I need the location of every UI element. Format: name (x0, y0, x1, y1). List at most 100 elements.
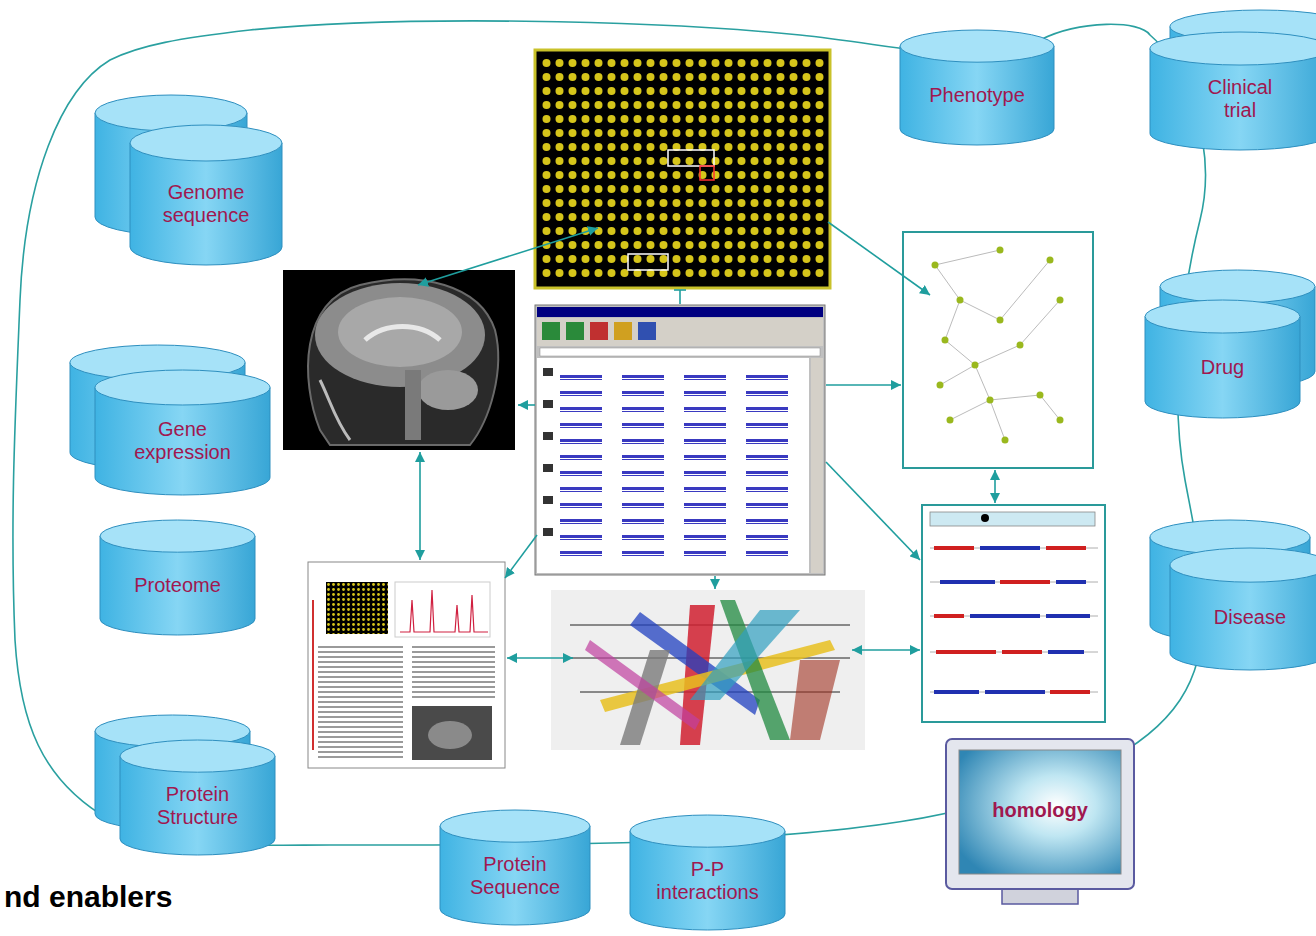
mri-image (308, 279, 498, 445)
network-graph (932, 247, 1064, 444)
gene-map (940, 580, 995, 584)
database-cylinder: Phenotype (900, 30, 1054, 145)
network-graph (975, 365, 990, 400)
web-page-screenshot (542, 322, 560, 340)
front-cylinder-top (1170, 548, 1316, 582)
front-cylinder-top (100, 520, 255, 552)
database-cylinder: Gene expression (95, 370, 270, 495)
node-label: Clinical trial (1190, 76, 1290, 122)
microarray-image (668, 150, 714, 166)
node-label: Proteome (113, 574, 243, 597)
network-graph (1047, 257, 1054, 264)
microarray-image (700, 166, 714, 180)
front-cylinder-top (900, 30, 1054, 62)
picture-arrows (714, 576, 716, 589)
web-page-screenshot (614, 322, 632, 340)
network-graph (990, 395, 1040, 400)
node-label: Phenotype (912, 84, 1042, 107)
network-graph (932, 262, 939, 269)
gene-map (1002, 650, 1042, 654)
paper-page (412, 645, 495, 700)
front-cylinder-top (120, 740, 275, 772)
network-graph (945, 300, 960, 340)
monitor-screen (959, 750, 1121, 874)
web-page-screenshot (543, 400, 553, 408)
web-page-screenshot (537, 318, 823, 346)
network-graph (940, 365, 975, 385)
gene-map (985, 690, 1045, 694)
gene-map (922, 505, 1105, 722)
network-graph (945, 340, 975, 365)
picture-arrows (826, 462, 920, 560)
picture-arrows (852, 649, 920, 651)
database-cylinder: Protein Structure (120, 740, 275, 855)
paper-page (412, 706, 492, 760)
gene-map (922, 505, 1105, 722)
network-graph (960, 300, 1000, 320)
paper-page (312, 600, 314, 750)
mri-image (315, 283, 485, 387)
web-page-screenshot (537, 358, 809, 573)
network-graph (1017, 342, 1024, 349)
web-page-screenshot (638, 322, 656, 340)
gene-map (1046, 614, 1090, 618)
database-cylinder: Proteome (100, 520, 255, 635)
microarray-image (535, 50, 830, 288)
database-cylinder: Genome sequence (130, 125, 282, 265)
picture-arrows (518, 404, 535, 406)
web-page-screenshot (535, 305, 825, 575)
database-cylinder: Protein Sequence (440, 810, 590, 925)
network-graph (1037, 392, 1044, 399)
monitor-base (1002, 888, 1078, 904)
network-graph (942, 337, 949, 344)
mri-image (338, 297, 462, 367)
node-label: Protein Sequence (460, 853, 570, 899)
node-label: Protein Structure (143, 783, 253, 829)
front-cylinder-top (1145, 300, 1300, 333)
paper-page (428, 721, 472, 749)
database-cylinder: Drug (1145, 300, 1300, 418)
network-graph (903, 232, 1093, 468)
web-page-screenshot (543, 496, 553, 504)
alignment-visualization (790, 660, 840, 740)
web-page-screenshot (540, 348, 820, 356)
web-page-screenshot (543, 432, 553, 440)
web-page-screenshot (560, 370, 800, 562)
mri-image (283, 270, 515, 450)
enclosing-outline (13, 21, 1205, 845)
microarray-image (535, 50, 830, 288)
network-graph (975, 345, 1020, 365)
mri-image (418, 370, 478, 410)
paper-page (308, 562, 505, 768)
gene-map (1050, 690, 1090, 694)
network-graph (957, 297, 964, 304)
mri-image (365, 327, 440, 341)
gene-map (930, 548, 1098, 692)
picture-arrows (507, 657, 573, 659)
picture-arrows (994, 470, 996, 503)
network-graph (935, 250, 1000, 265)
paper-page (395, 582, 490, 637)
web-page-screenshot (535, 305, 825, 575)
back-cylinder-top (1160, 270, 1315, 303)
node-label: Genome sequence (151, 181, 261, 227)
alignment-visualization (690, 610, 800, 700)
network-graph (1057, 297, 1064, 304)
gene-map (930, 512, 1095, 526)
front-cylinder-top (630, 815, 785, 847)
front-cylinder-top (440, 810, 590, 842)
paper-page (326, 582, 388, 634)
gene-map (934, 690, 979, 694)
paper-page (308, 562, 505, 768)
network-graph (1040, 395, 1060, 420)
network-graph (997, 247, 1004, 254)
network-graph (935, 265, 960, 300)
network-graph (987, 397, 994, 404)
front-cylinder-top (1150, 32, 1316, 65)
alignment-visualization (551, 590, 865, 750)
gene-map (1000, 580, 1050, 584)
gene-map (970, 614, 1040, 618)
web-page-screenshot (543, 368, 553, 376)
monitor-node: homology (945, 738, 1135, 908)
microarray-image (540, 56, 825, 282)
